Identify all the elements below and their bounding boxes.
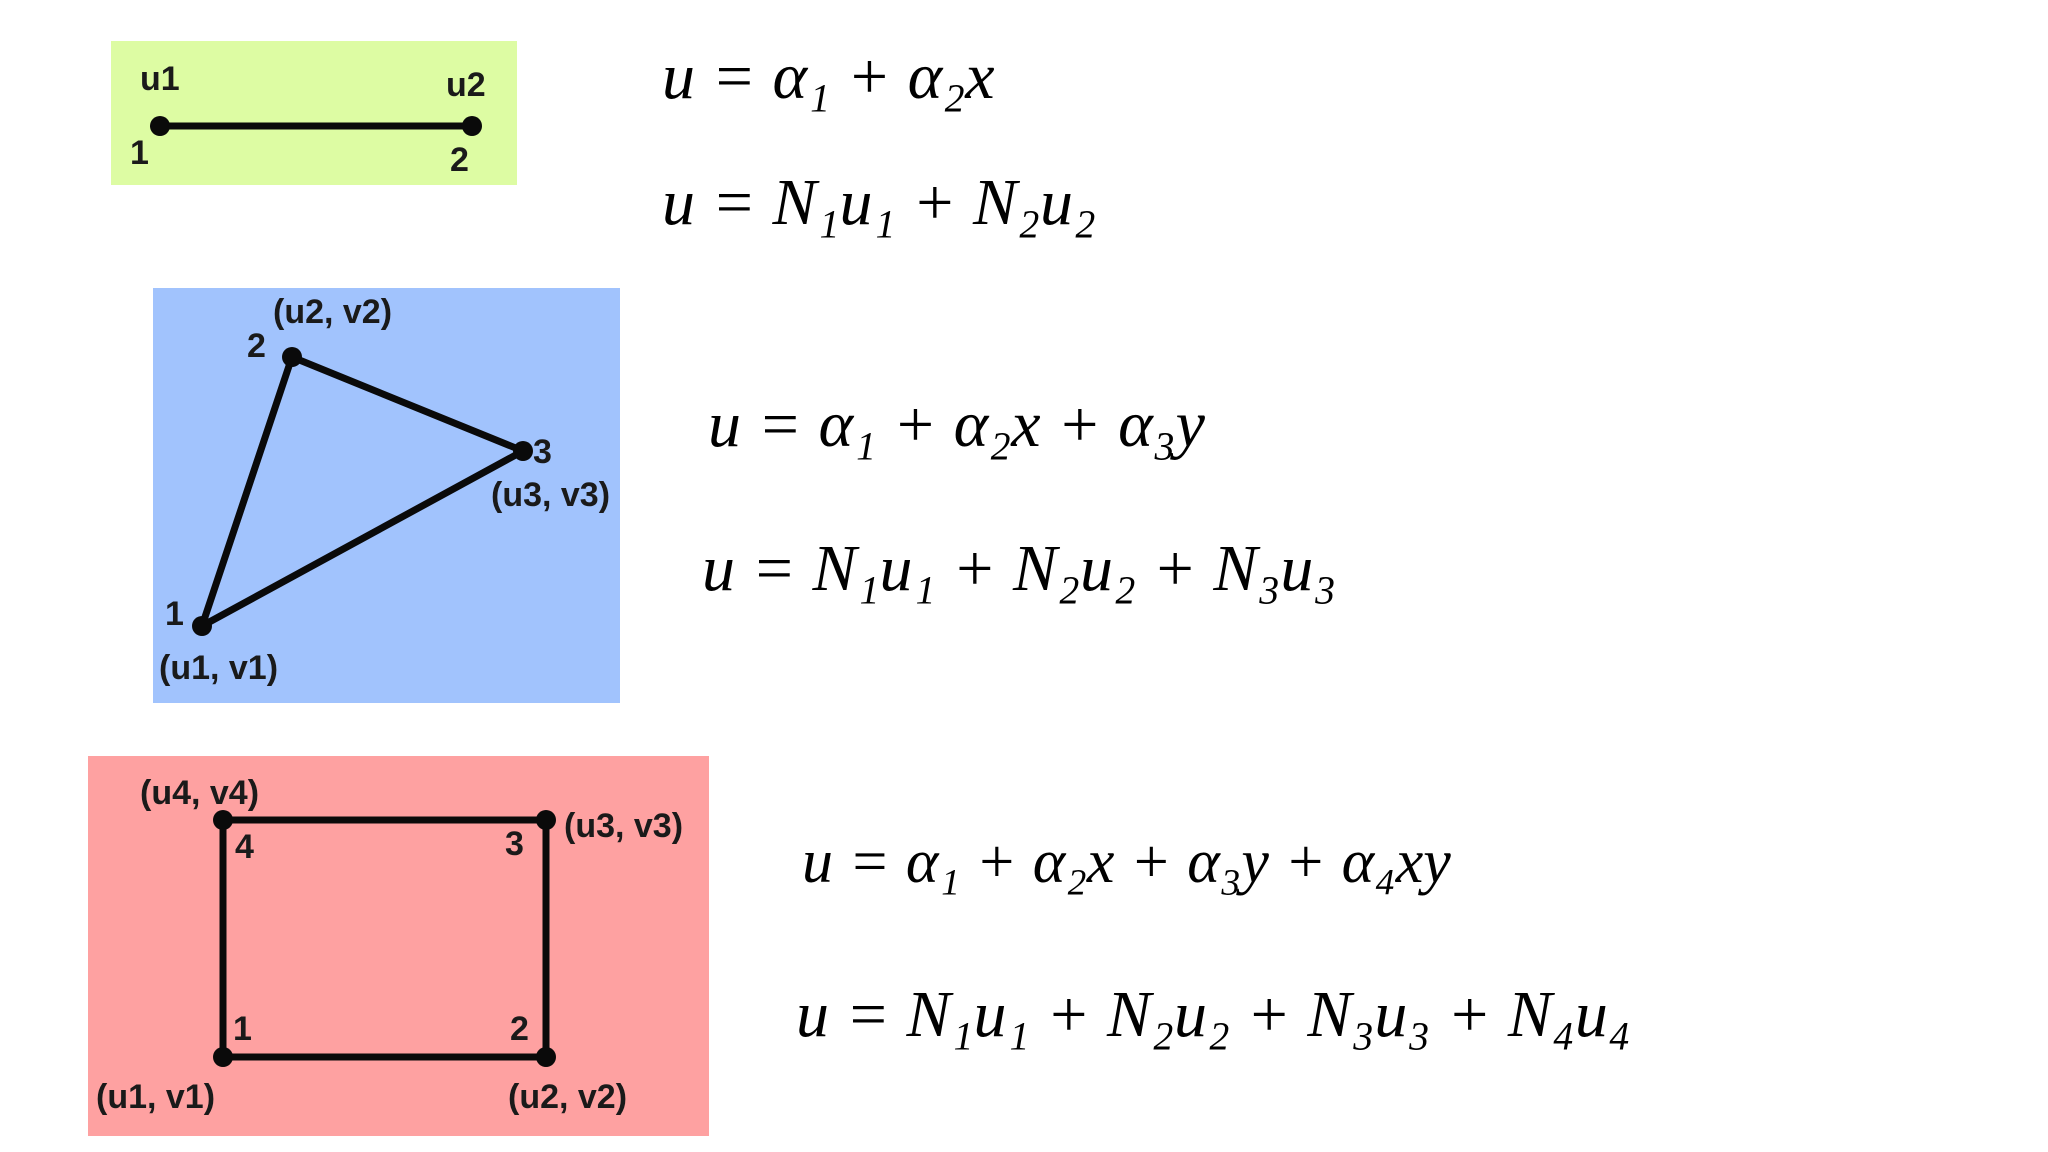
equation-quad-shape-functions: u = N₁u₁ + N₂u₂ + N₃u₃ + N₄u₄ — [796, 978, 1631, 1051]
quad-node-3-dot — [536, 810, 556, 830]
quad-element: (u4, v4) 4 (u3, v3) 3 1 2 (u1, v1) (u2, … — [88, 756, 709, 1136]
line-node-2-number: 2 — [450, 141, 469, 179]
tri-node-2-number: 2 — [247, 327, 266, 365]
line-node-1-dof: u1 — [140, 60, 180, 98]
quad-node-1-number: 1 — [233, 1010, 252, 1048]
quad-node-1-dot — [213, 1047, 233, 1067]
line-node-1-dot — [150, 116, 170, 136]
equation-triangle-polynomial: u = α₁ + α₂x + α₃y — [708, 388, 1206, 461]
equation-line-shape-functions: u = N₁u₁ + N₂u₂ — [662, 166, 1096, 239]
tri-node-3-number: 3 — [533, 433, 552, 471]
quad-node-4-dot — [213, 810, 233, 830]
triangle-element: 2 (u2, v2) 3 (u3, v3) 1 (u1, v1) — [153, 288, 620, 703]
quad-node-2-number: 2 — [510, 1010, 529, 1048]
quad-element-edges — [219, 816, 550, 1061]
quad-node-3-coords: (u3, v3) — [564, 807, 683, 845]
tri-node-3-coords: (u3, v3) — [491, 476, 610, 514]
tri-node-3-dot — [513, 441, 533, 461]
equation-triangle-shape-functions: u = N₁u₁ + N₂u₂ + N₃u₃ — [702, 532, 1336, 605]
quad-node-3-number: 3 — [505, 825, 524, 863]
quad-node-1-coords: (u1, v1) — [96, 1078, 215, 1116]
quad-node-2-coords: (u2, v2) — [508, 1078, 627, 1116]
tri-node-1-number: 1 — [165, 595, 184, 633]
triangle-element-edges — [198, 353, 527, 630]
line-element-panel — [111, 41, 517, 185]
line-node-2-dof: u2 — [446, 66, 486, 104]
quad-node-4-coords: (u4, v4) — [140, 774, 259, 812]
tri-node-1-dot — [192, 616, 212, 636]
line-element: u1 u2 1 2 — [111, 41, 517, 185]
tri-node-2-dot — [282, 347, 302, 367]
equation-quad-polynomial: u = α₁ + α₂x + α₃y + α₄xy — [802, 828, 1451, 896]
quad-node-2-dot — [536, 1047, 556, 1067]
equation-line-polynomial: u = α₁ + α₂x — [662, 40, 995, 113]
tri-node-2-coords: (u2, v2) — [273, 293, 392, 331]
quad-node-4-number: 4 — [235, 828, 254, 866]
triangle-element-panel — [153, 288, 620, 703]
tri-node-1-coords: (u1, v1) — [159, 649, 278, 687]
line-node-1-number: 1 — [130, 134, 149, 172]
line-node-2-dot — [462, 116, 482, 136]
